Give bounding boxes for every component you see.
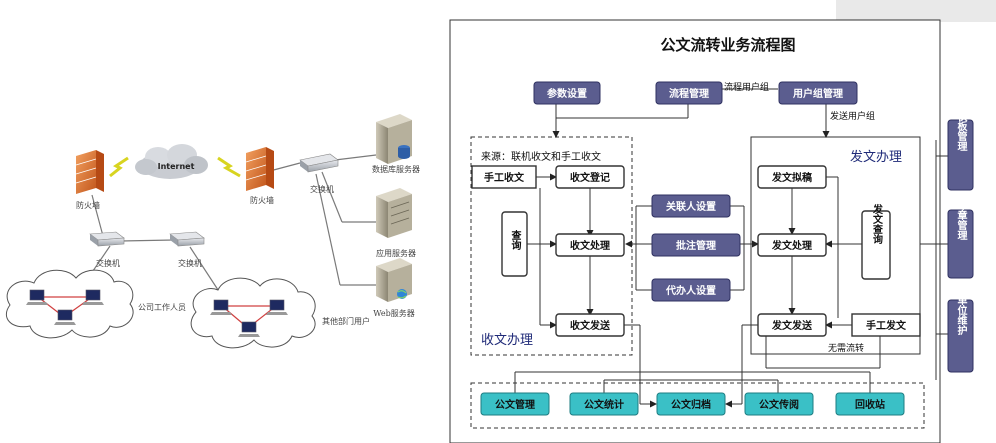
flow-chart-title: 公文流转业务流程图	[660, 36, 795, 54]
receive-container	[470, 136, 633, 356]
app-server-label: 应用服务器	[376, 248, 416, 258]
network-diagram: Internet 防火墙 防火墙 交换机	[5, 0, 996, 349]
receive-query-label: 查询	[509, 229, 522, 251]
bottom-container	[470, 382, 925, 429]
workstation-icon	[82, 289, 104, 305]
switch-left-label: 交换机	[96, 258, 120, 268]
receive-handle-label: 收文处理	[570, 239, 610, 252]
flow-user-group-label: 流程用户组	[724, 81, 769, 93]
web-server-label: Web服务器	[373, 308, 414, 318]
internet-cloud-icon	[135, 144, 208, 179]
recycle-label: 回收站	[855, 398, 885, 411]
dispatch-query-label: 发文查询	[871, 203, 884, 245]
workstation-icon	[54, 309, 76, 325]
param-label: 参数设置	[547, 87, 587, 100]
external-label: 外单位维护	[955, 284, 968, 336]
dispatch-send-label: 发文发送	[771, 319, 813, 332]
receive-title: 收文办理	[481, 333, 533, 348]
internet-label: Internet	[158, 162, 195, 171]
app-server-icon	[376, 188, 412, 238]
web-server-icon	[376, 258, 412, 302]
dispatch-draft-label: 发文拟稿	[771, 171, 812, 184]
process-label: 流程管理	[669, 87, 709, 100]
seal-button[interactable]: 印章管理	[947, 200, 974, 279]
receive-query-box[interactable]: 查询	[501, 211, 528, 277]
dispatch-title: 发文办理	[850, 149, 902, 165]
receive-send-box[interactable]: 收文发送	[555, 313, 625, 337]
workstation-icon	[266, 299, 288, 315]
firewall-right-label: 防火墙	[250, 195, 274, 205]
template-button[interactable]: 模板管理	[947, 110, 974, 191]
company-staff-label: 公司工作人员	[138, 302, 186, 312]
send-user-group-label: 发送用户组	[830, 110, 875, 122]
doc-stats-button[interactable]: 公文统计	[569, 392, 639, 416]
dispatch-draft-box[interactable]: 发文拟稿	[757, 165, 827, 189]
manual-receive-box[interactable]: 手工收文	[471, 165, 537, 189]
usergroup-label: 用户组管理	[792, 87, 843, 100]
dispatch-send-box[interactable]: 发文发送	[757, 313, 827, 337]
proxy-button[interactable]: 代办人设置	[651, 278, 731, 302]
recycle-button[interactable]: 回收站	[835, 392, 905, 416]
workstation-icon	[26, 289, 48, 305]
other-dept-label: 其他部门用户	[322, 316, 370, 326]
dispatch-handle-label: 发文处理	[771, 239, 812, 252]
manual-receive-label: 手工收文	[484, 171, 525, 184]
firewall-icon	[245, 147, 274, 191]
doc-manage-button[interactable]: 公文管理	[480, 392, 550, 416]
receive-source-label: 来源：联机收文和手工收文	[481, 150, 601, 163]
param-button[interactable]: 参数设置	[533, 81, 601, 105]
network-links	[81, 154, 378, 297]
seal-label: 印章管理	[955, 200, 967, 240]
lan-cloud-icon	[5, 269, 134, 339]
manual-dispatch-box[interactable]: 手工发文	[851, 313, 921, 337]
switch-icon	[299, 153, 339, 173]
usergroup-button[interactable]: 用户组管理	[778, 81, 858, 105]
doc-archive-label: 公文归档	[671, 398, 711, 411]
switch-icon	[169, 231, 205, 247]
receive-register-box[interactable]: 收文登记	[555, 165, 625, 189]
related-label: 关联人设置	[666, 200, 716, 213]
doc-archive-button[interactable]: 公文归档	[656, 392, 726, 416]
lan-cloud-icon	[190, 277, 316, 349]
doc-manage-label: 公文管理	[495, 398, 535, 411]
annotate-label: 批注管理	[676, 239, 716, 252]
workstation-icon	[210, 299, 232, 315]
db-server-label: 数据库服务器	[372, 164, 420, 174]
annotate-button[interactable]: 批注管理	[651, 233, 741, 257]
dispatch-query-box[interactable]: 发文查询	[861, 203, 891, 280]
background-panel	[836, 0, 996, 22]
dispatch-container	[750, 136, 921, 355]
receive-send-label: 收文发送	[570, 319, 611, 332]
database-server-icon	[376, 114, 412, 164]
process-button[interactable]: 流程管理	[655, 81, 723, 105]
wan-link-icon	[109, 156, 129, 178]
related-button[interactable]: 关联人设置	[651, 194, 731, 218]
firewall-left-label: 防火墙	[76, 200, 100, 210]
receive-register-label: 收文登记	[570, 171, 610, 184]
external-button[interactable]: 外单位维护	[947, 284, 974, 373]
workstation-icon	[238, 321, 260, 337]
firewall-icon	[75, 150, 104, 194]
receive-handle-box[interactable]: 收文处理	[555, 233, 625, 257]
switch-mid-label: 交换机	[178, 258, 202, 268]
template-label: 模板管理	[955, 110, 967, 151]
dispatch-handle-box[interactable]: 发文处理	[757, 233, 827, 257]
wan-link-icon	[217, 156, 241, 178]
flow-connectors	[514, 85, 948, 408]
switch-top-label: 交换机	[310, 184, 334, 194]
flow-chart: 公文流转业务流程图	[449, 19, 974, 443]
proxy-label: 代办人设置	[665, 284, 716, 297]
doc-circulate-button[interactable]: 公文传阅	[744, 392, 814, 416]
manual-dispatch-label: 手工发文	[866, 319, 907, 332]
switch-icon	[89, 231, 125, 247]
doc-circulate-label: 公文传阅	[759, 398, 799, 411]
doc-stats-label: 公文统计	[584, 398, 624, 411]
no-flow-label: 无需流转	[828, 342, 864, 354]
